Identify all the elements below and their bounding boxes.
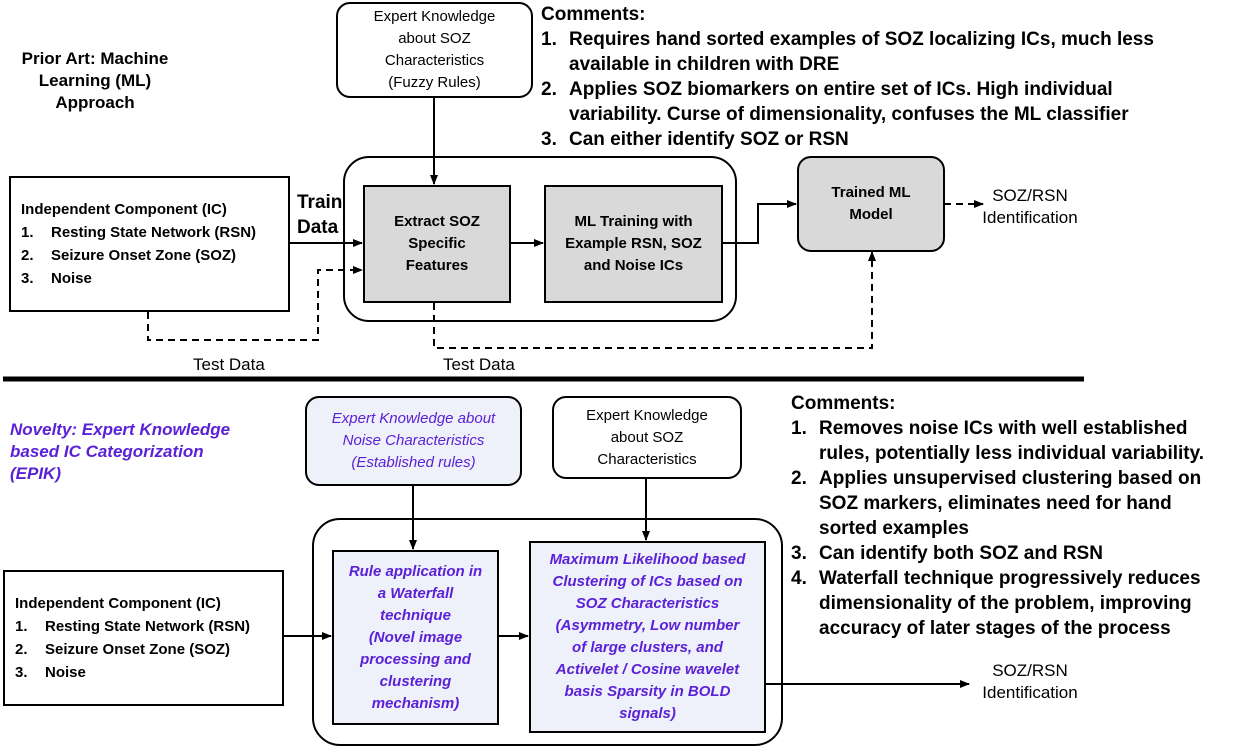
- bottom-comments-list: 1.Removes noise ICs with well establishe…: [791, 416, 1204, 641]
- soz-knowledge-box: Expert Knowledge about SOZ Characteristi…: [552, 396, 742, 479]
- novelty-title: Novelty: Expert Knowledge based IC Categ…: [10, 420, 231, 483]
- top-comment-3: 3.Can either identify SOZ or RSN: [541, 129, 849, 150]
- top-ml-group: [343, 156, 737, 322]
- epik-process-group: [312, 518, 783, 746]
- train-data-label: Train Data: [297, 192, 343, 238]
- trained-ml-model-box: Trained ML Model: [797, 156, 945, 252]
- top-ic-item-rsn: 1.Resting State Network (RSN): [21, 224, 257, 241]
- bottom-ic-item-rsn: 1.Resting State Network (RSN): [15, 618, 251, 635]
- rule-application-box: Rule application in a Waterfall techniqu…: [332, 550, 499, 725]
- bottom-output-label: SOZ/RSN Identification: [982, 661, 1078, 702]
- bottom-comments-heading: Comments:: [791, 393, 896, 414]
- bottom-ic-box: Independent Component (IC) 1.Resting Sta…: [3, 570, 284, 706]
- arrow-training-to-model: [722, 200, 797, 244]
- expert-knowledge-fuzzy-box: Expert Knowledge about SOZ Characteristi…: [336, 2, 533, 98]
- bottom-comment-4: 4.Waterfall technique progressively redu…: [791, 568, 1201, 639]
- extract-soz-features-box: Extract SOZ Specific Features: [363, 185, 511, 303]
- arrow-test-data-1: [147, 266, 363, 341]
- prior-art-title: Prior Art: Machine Learning (ML) Approac…: [21, 49, 169, 112]
- test-data-label-1: Test Data: [193, 355, 265, 374]
- bottom-ic-item-noise: 3.Noise: [15, 664, 86, 681]
- arrow-test-data-2: [433, 251, 876, 349]
- bottom-ic-heading: Independent Component (IC): [15, 595, 221, 612]
- top-comments-list: 1.Requires hand sorted examples of SOZ l…: [541, 27, 1154, 152]
- bottom-ic-item-soz: 2.Seizure Onset Zone (SOZ): [15, 641, 231, 658]
- top-comments: Comments: 1.Requires hand sorted example…: [541, 2, 1154, 152]
- top-ic-heading: Independent Component (IC): [21, 201, 227, 218]
- top-ic-box: Independent Component (IC) 1.Resting Sta…: [9, 176, 290, 312]
- bottom-comments: Comments: 1.Removes noise ICs with well …: [791, 391, 1204, 641]
- ml-clustering-box: Maximum Likelihood based Clustering of I…: [529, 541, 766, 733]
- top-ic-item-noise: 3.Noise: [21, 270, 92, 287]
- bottom-comment-1: 1.Removes noise ICs with well establishe…: [791, 418, 1205, 464]
- bottom-comment-3: 3.Can identify both SOZ and RSN: [791, 543, 1103, 564]
- top-comment-2: 2.Applies SOZ biomarkers on entire set o…: [541, 79, 1129, 125]
- top-output-label: SOZ/RSN Identification: [982, 186, 1078, 227]
- bottom-comment-2: 2.Applies unsupervised clustering based …: [791, 468, 1202, 539]
- top-ic-item-soz: 2.Seizure Onset Zone (SOZ): [21, 247, 237, 264]
- top-comments-heading: Comments:: [541, 4, 646, 25]
- ml-training-box: ML Training with Example RSN, SOZ and No…: [544, 185, 723, 303]
- top-comment-1: 1.Requires hand sorted examples of SOZ l…: [541, 29, 1154, 75]
- test-data-label-2: Test Data: [443, 355, 515, 374]
- noise-knowledge-box: Expert Knowledge about Noise Characteris…: [305, 396, 522, 486]
